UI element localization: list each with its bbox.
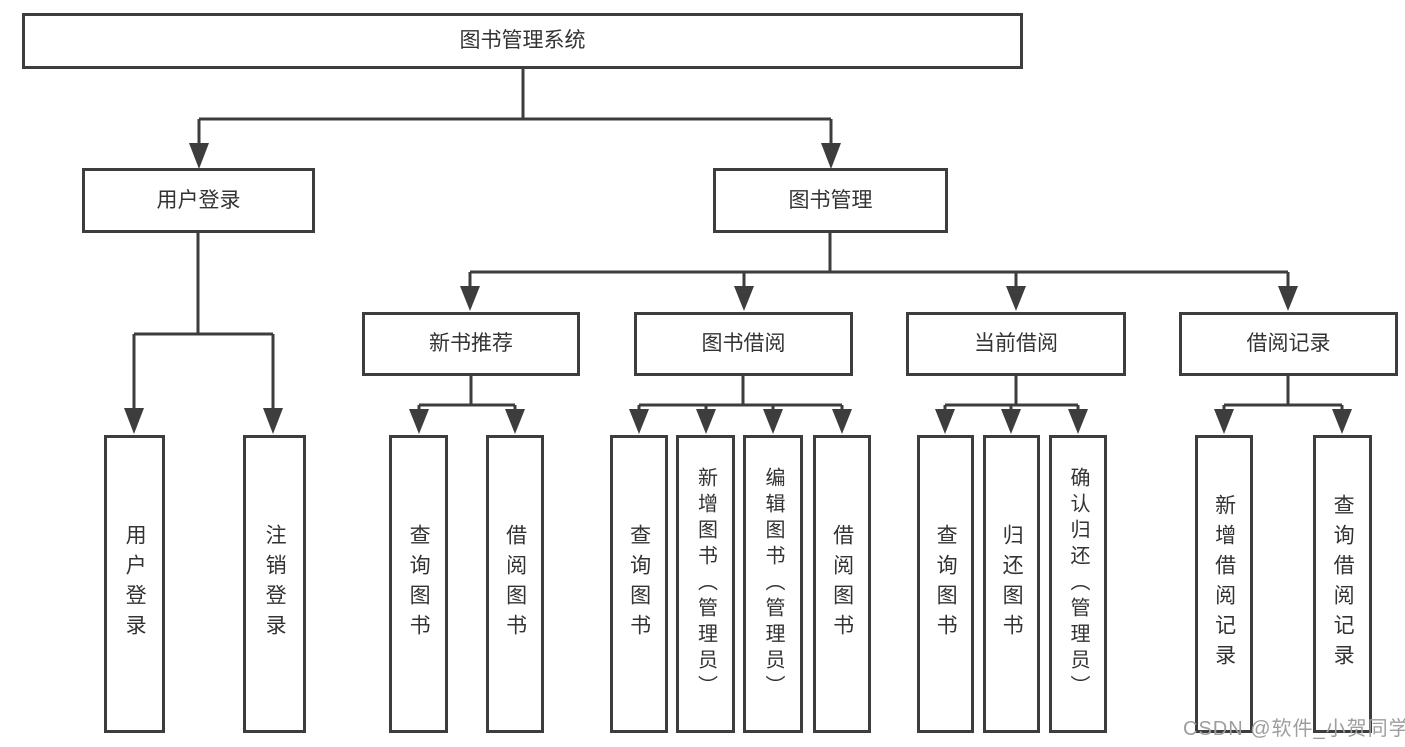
leaf-bb-add-books-admin: 新增图书（管理员） bbox=[676, 435, 735, 733]
node-current-borrow-label: 当前借阅 bbox=[974, 332, 1058, 356]
node-new-book-recommend: 新书推荐 bbox=[362, 312, 580, 376]
node-borrow-records-label: 借阅记录 bbox=[1246, 332, 1331, 356]
leaf-bb-query-books: 查询图书 bbox=[610, 435, 668, 733]
leaf-br-add-record-label: 新增借阅记录 bbox=[1212, 494, 1236, 674]
leaf-nb-borrow-books-label: 借阅图书 bbox=[503, 524, 527, 644]
leaf-bb-edit-books-admin: 编辑图书（管理员） bbox=[743, 435, 803, 733]
leaf-cb-return-books-label: 归还图书 bbox=[1000, 524, 1024, 644]
connector-borrow-records-branch bbox=[1214, 376, 1352, 434]
leaf-bb-borrow-books-label: 借阅图书 bbox=[830, 524, 854, 644]
node-book-management-label: 图书管理 bbox=[788, 188, 873, 212]
leaf-cb-confirm-return-admin: 确认归还（管理员） bbox=[1049, 435, 1107, 733]
connector-new-books-branch bbox=[409, 376, 525, 434]
node-user-login-label: 用户登录 bbox=[156, 188, 241, 212]
node-user-login: 用户登录 bbox=[82, 168, 315, 233]
leaf-logout: 注销登录 bbox=[243, 435, 306, 733]
connector-user-login-branch bbox=[124, 233, 283, 434]
leaf-br-query-record-label: 查询借阅记录 bbox=[1331, 494, 1355, 674]
leaf-br-add-record: 新增借阅记录 bbox=[1195, 435, 1253, 733]
node-root: 图书管理系统 bbox=[22, 13, 1023, 69]
connector-book-borrow-branch bbox=[629, 376, 852, 434]
leaf-nb-borrow-books: 借阅图书 bbox=[486, 435, 544, 733]
node-current-borrow: 当前借阅 bbox=[906, 312, 1126, 376]
leaf-cb-confirm-return-admin-label: 确认归还（管理员） bbox=[1067, 467, 1089, 701]
leaf-logout-label: 注销登录 bbox=[263, 524, 287, 644]
connector-root-to-level2 bbox=[189, 69, 841, 169]
node-new-book-recommend-label: 新书推荐 bbox=[429, 332, 513, 356]
leaf-nb-query-books: 查询图书 bbox=[389, 435, 448, 733]
node-book-management: 图书管理 bbox=[713, 168, 948, 233]
csdn-watermark: CSDN @软件_小贺同学 bbox=[1183, 718, 1405, 740]
connector-book-management-branch bbox=[460, 233, 1298, 311]
leaf-cb-query-books-label: 查询图书 bbox=[934, 524, 958, 644]
leaf-nb-query-books-label: 查询图书 bbox=[407, 524, 431, 644]
leaf-cb-return-books: 归还图书 bbox=[983, 435, 1040, 733]
node-book-borrow: 图书借阅 bbox=[634, 312, 853, 376]
leaf-bb-edit-books-admin-label: 编辑图书（管理员） bbox=[762, 467, 784, 701]
connector-current-borrow-branch bbox=[935, 376, 1088, 434]
leaf-bb-add-books-admin-label: 新增图书（管理员） bbox=[694, 467, 717, 701]
node-root-label: 图书管理系统 bbox=[459, 29, 586, 53]
leaf-cb-query-books: 查询图书 bbox=[917, 435, 974, 733]
leaf-user-login-label: 用户登录 bbox=[123, 524, 147, 644]
leaf-user-login: 用户登录 bbox=[104, 435, 165, 733]
node-borrow-records: 借阅记录 bbox=[1179, 312, 1398, 376]
leaf-bb-borrow-books: 借阅图书 bbox=[813, 435, 871, 733]
node-book-borrow-label: 图书借阅 bbox=[701, 332, 786, 356]
leaf-bb-query-books-label: 查询图书 bbox=[627, 524, 651, 644]
leaf-br-query-record: 查询借阅记录 bbox=[1313, 435, 1372, 733]
